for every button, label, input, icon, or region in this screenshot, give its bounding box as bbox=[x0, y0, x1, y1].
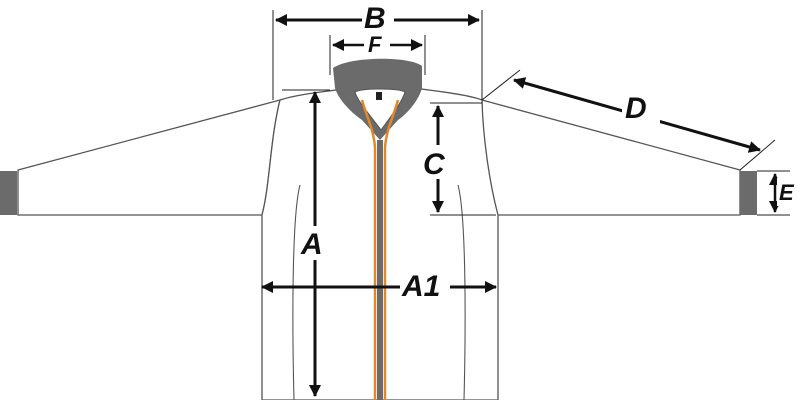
a-label: A bbox=[300, 228, 323, 261]
left-sleeve bbox=[17, 99, 281, 216]
e-label: E bbox=[779, 180, 795, 205]
f-label-bg bbox=[364, 28, 390, 56]
f-label: F bbox=[368, 32, 382, 57]
d-label-bg bbox=[622, 92, 660, 126]
collar-tag bbox=[376, 92, 382, 100]
d-end-tick bbox=[739, 139, 776, 171]
right-cuff bbox=[740, 171, 757, 215]
e-label-bg bbox=[777, 178, 799, 206]
d-start-tick bbox=[481, 69, 521, 101]
c-label-bg bbox=[421, 145, 455, 179]
left-cuff bbox=[0, 171, 17, 215]
a-label-bg bbox=[299, 226, 331, 260]
right-side-seam bbox=[457, 184, 466, 400]
zipper-right-edge bbox=[383, 99, 400, 400]
a1-label: A1 bbox=[401, 270, 440, 303]
right-sleeve bbox=[481, 99, 741, 216]
left-side-seam bbox=[292, 184, 301, 400]
zipper-teeth bbox=[377, 140, 383, 400]
c-label: C bbox=[423, 148, 446, 181]
zipper-left-edge bbox=[360, 99, 377, 400]
d-label: D bbox=[625, 92, 647, 125]
a1-label-bg bbox=[400, 268, 450, 302]
b-label: B bbox=[364, 2, 386, 35]
